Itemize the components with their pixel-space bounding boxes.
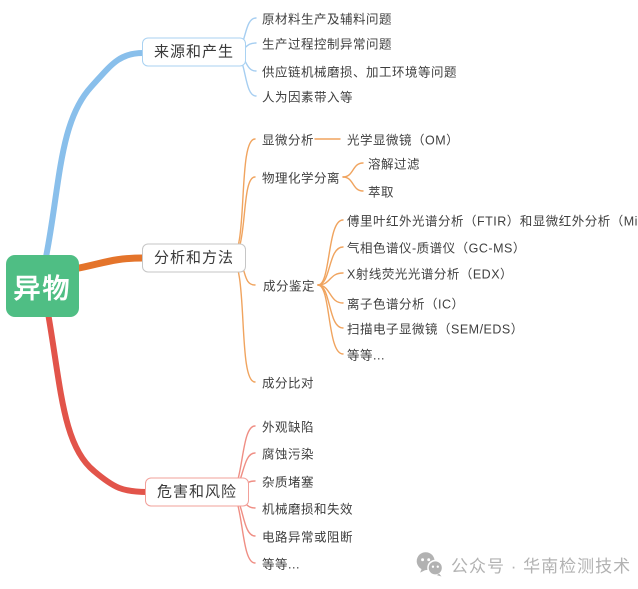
leaf-item[interactable]: 气相色谱仪-质谱仪（GC-MS） bbox=[347, 241, 526, 256]
leaf-item[interactable]: 等等... bbox=[262, 557, 300, 572]
leaf-item[interactable]: 成分鉴定 bbox=[263, 279, 316, 294]
leaf-item[interactable]: 光学显微镜（OM） bbox=[347, 133, 460, 148]
leaf-item[interactable]: 萃取 bbox=[368, 185, 395, 200]
leaf-item[interactable]: 电路异常或阻断 bbox=[262, 530, 354, 545]
watermark: 公众号 · 华南检测技术 bbox=[416, 551, 631, 577]
leaf-item[interactable]: 扫描电子显微镜（SEM/EDS） bbox=[347, 322, 524, 337]
leaf-item[interactable]: 生产过程控制异常问题 bbox=[262, 37, 393, 52]
leaf-item[interactable]: 机械磨损和失效 bbox=[262, 502, 354, 517]
leaf-item[interactable]: 溶解过滤 bbox=[368, 157, 421, 172]
leaf-item[interactable]: 物理化学分离 bbox=[262, 171, 341, 186]
leaf-item[interactable]: 腐蚀污染 bbox=[262, 447, 315, 462]
leaf-item[interactable]: 傅里叶红外光谱分析（FTIR）和显微红外分析（Micro FTIR） bbox=[347, 214, 638, 229]
root-node[interactable]: 异物 bbox=[6, 255, 79, 317]
leaf-item[interactable]: 离子色谱分析（IC） bbox=[347, 297, 465, 312]
leaf-item[interactable]: 杂质堵塞 bbox=[262, 475, 315, 490]
branch-curve-sources bbox=[43, 50, 146, 260]
leaf-item[interactable]: 外观缺陷 bbox=[262, 420, 315, 435]
leaf-item[interactable]: 等等... bbox=[347, 348, 385, 363]
watermark-text: 公众号 · 华南检测技术 bbox=[451, 556, 632, 576]
leaf-item[interactable]: 显微分析 bbox=[262, 133, 315, 148]
leaf-item[interactable]: 人为因素带入等 bbox=[262, 90, 354, 105]
wechat-icon bbox=[416, 551, 443, 577]
leaf-item[interactable]: X射线荧光光谱分析（EDX） bbox=[347, 267, 514, 282]
branch-curve-hazards bbox=[45, 310, 150, 495]
branch-node-sources[interactable]: 来源和产生 bbox=[142, 37, 247, 67]
leaf-item[interactable]: 成分比对 bbox=[262, 376, 315, 391]
branch-node-hazards[interactable]: 危害和风险 bbox=[145, 477, 250, 507]
leaf-item[interactable]: 原材料生产及辅料问题 bbox=[262, 12, 393, 27]
branch-node-analysis[interactable]: 分析和方法 bbox=[142, 243, 247, 273]
branch-curve-analysis bbox=[75, 254, 147, 272]
leaf-item[interactable]: 供应链机械磨损、加工环境等问题 bbox=[262, 65, 458, 80]
